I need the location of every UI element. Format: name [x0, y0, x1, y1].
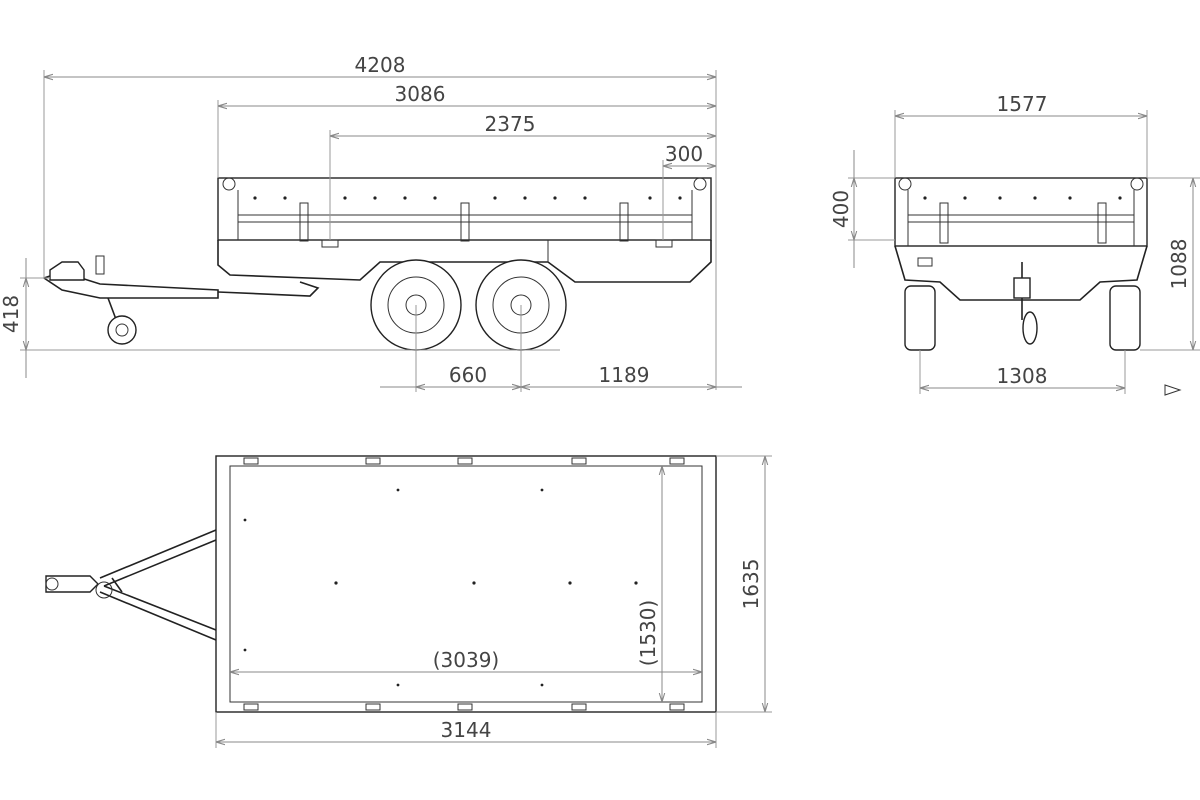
dim-body-length: 3086 [395, 82, 446, 106]
dim-inner-width: (1530) [636, 600, 660, 667]
side-view: 4208 3086 2375 300 418 660 1189 [0, 53, 742, 392]
dim-side-height: 400 [829, 190, 853, 228]
rear-rivets [923, 196, 1122, 200]
dim-top-length: 3144 [441, 718, 492, 742]
rear-view: 1577 400 1088 1308 [829, 92, 1200, 396]
dim-overall-height: 1088 [1167, 239, 1191, 290]
top-view: (3039) (1530) 1635 3144 [45, 455, 772, 748]
dim-inner-length: (3039) [433, 648, 500, 672]
dim-overall-length: 4208 [355, 53, 406, 77]
dim-rear-offset: 300 [665, 142, 703, 166]
dim-rear-overhang: 1189 [599, 363, 650, 387]
dim-axle-spacing: 660 [449, 363, 487, 387]
dim-drawbar-height: 418 [0, 295, 23, 333]
top-rivets [243, 488, 638, 687]
dim-outer-width: 1635 [739, 559, 763, 610]
dim-overall-width: 1577 [997, 92, 1048, 116]
side-rivets [253, 196, 682, 200]
dim-bed-span: 2375 [485, 112, 536, 136]
dim-track-width: 1308 [997, 364, 1048, 388]
